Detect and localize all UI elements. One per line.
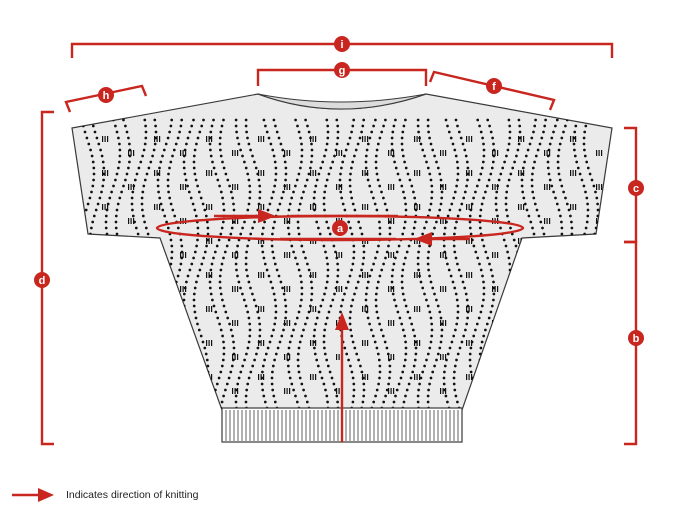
arrow-head-right — [258, 209, 276, 223]
label-i: i — [334, 36, 350, 52]
legend: Indicates direction of knitting — [10, 482, 199, 508]
label-b: b — [628, 330, 644, 346]
svg-text:f: f — [492, 81, 496, 93]
label-d: d — [34, 272, 50, 288]
arrow-head-left — [414, 232, 432, 246]
label-g: g — [334, 62, 350, 78]
svg-text:i: i — [340, 39, 343, 51]
svg-text:g: g — [339, 65, 346, 77]
label-a: a — [332, 220, 348, 236]
svg-text:c: c — [633, 183, 639, 195]
vertical-arrow-head — [335, 312, 349, 330]
sweater-schematic: i g f h d c b a — [34, 36, 644, 446]
neckline-band — [257, 93, 427, 110]
label-f: f — [486, 78, 502, 94]
svg-text:h: h — [103, 90, 110, 102]
svg-text:a: a — [337, 223, 344, 235]
legend-text: Indicates direction of knitting — [66, 489, 199, 501]
red-arrow-icon — [12, 488, 54, 502]
label-c: c — [628, 180, 644, 196]
svg-text:d: d — [39, 275, 46, 287]
label-h: h — [98, 87, 114, 103]
svg-text:b: b — [633, 333, 640, 345]
